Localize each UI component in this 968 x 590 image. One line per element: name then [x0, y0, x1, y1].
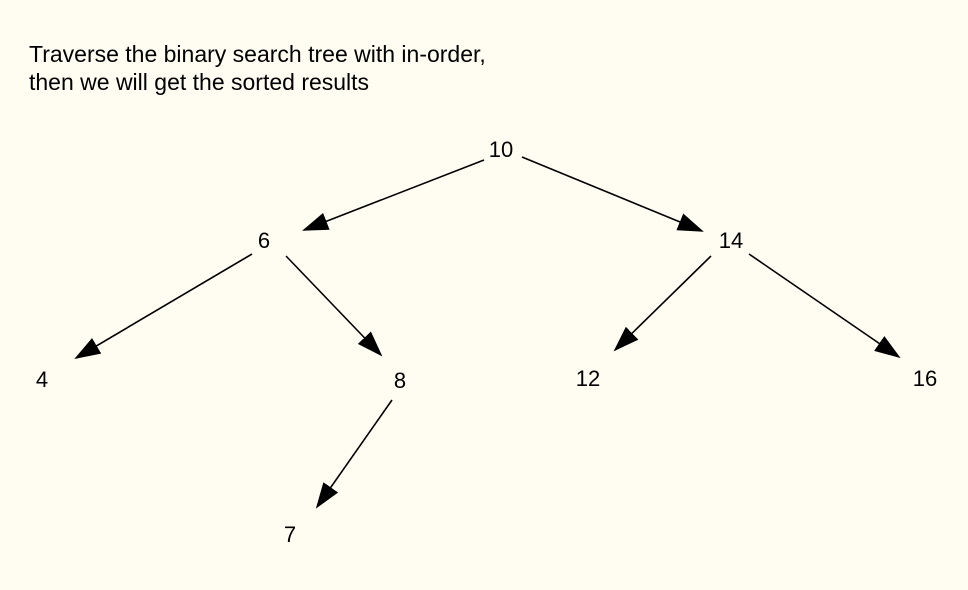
tree-node-14: 14	[719, 228, 743, 253]
edge-10-to-6	[302, 159, 485, 231]
tree-node-10: 10	[489, 137, 513, 162]
caption: Traverse the binary search tree with in-…	[29, 40, 486, 96]
edge-8-to-7	[315, 399, 393, 509]
tree-node-8: 8	[394, 368, 406, 393]
edge-6-to-4	[74, 253, 253, 360]
tree-node-12: 12	[576, 366, 600, 391]
edge-14-to-12	[613, 255, 712, 352]
caption-line-1: Traverse the binary search tree with in-…	[29, 41, 486, 67]
caption-line-2: then we will get the sorted results	[29, 69, 370, 95]
edge-14-to-16	[748, 253, 901, 359]
edge-10-to-14	[521, 156, 704, 232]
tree-node-16: 16	[913, 366, 937, 391]
tree-edges	[74, 156, 901, 509]
tree-nodes: 10 6 14 4 8 12 16 7	[36, 137, 937, 547]
tree-node-7: 7	[284, 522, 296, 547]
tree-node-4: 4	[36, 367, 48, 392]
tree-node-6: 6	[258, 228, 270, 253]
edge-6-to-8	[285, 255, 383, 357]
